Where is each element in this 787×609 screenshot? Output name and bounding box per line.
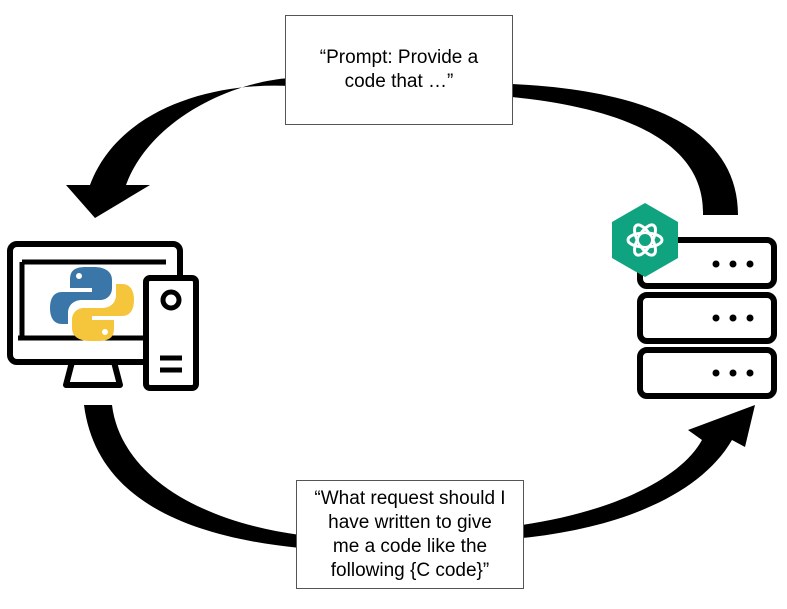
- arrow-to-computer: [66, 78, 290, 218]
- openai-logo-icon: [612, 203, 678, 277]
- request-message-box: “What request should I have written to g…: [296, 480, 524, 589]
- request-message-text: “What request should I have written to g…: [314, 487, 506, 581]
- prompt-message-box: “Prompt: Provide a code that …”: [285, 15, 513, 125]
- arrow-to-server-bottom: [522, 405, 755, 538]
- arrow-to-server: [512, 84, 738, 215]
- python-logo-icon: [50, 267, 134, 341]
- desktop-computer-icon: [7, 241, 199, 391]
- server-lights: [712, 260, 754, 377]
- arrow-from-computer: [84, 405, 300, 548]
- prompt-message-text: “Prompt: Provide a code that …”: [319, 47, 479, 92]
